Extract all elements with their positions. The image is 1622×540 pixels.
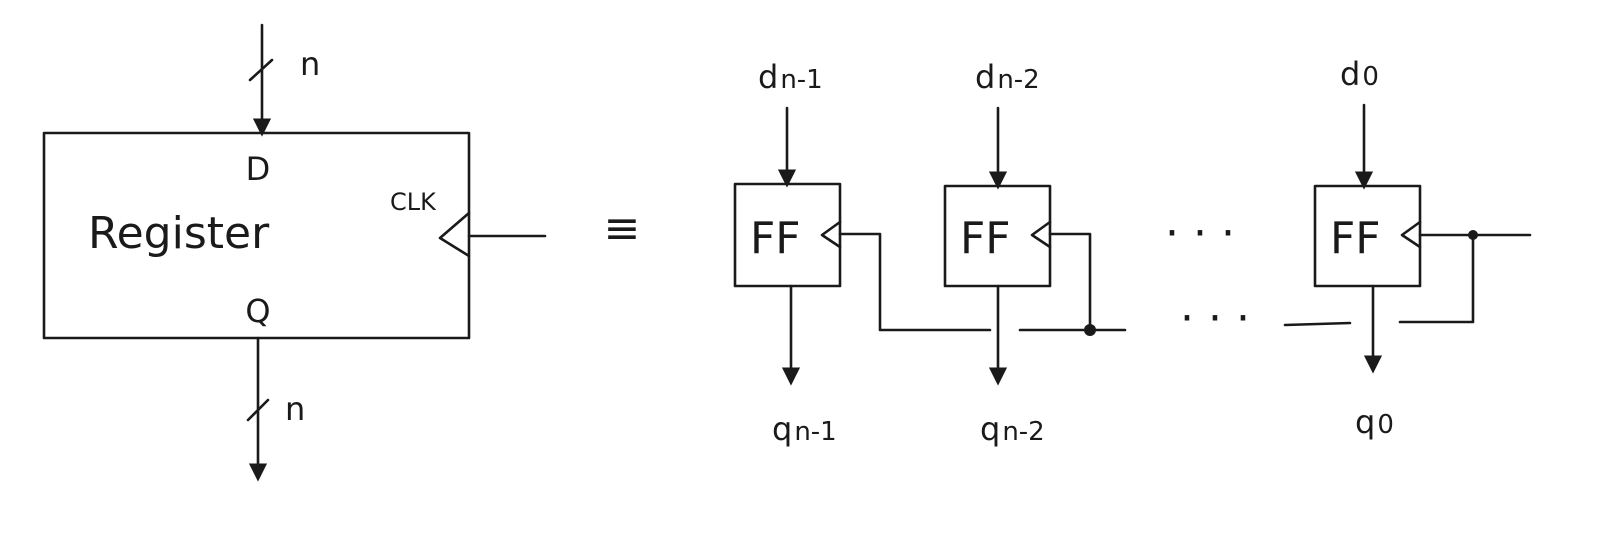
equivalence-symbol: ≡ (604, 203, 641, 254)
register-clock-triangle (438, 211, 471, 258)
input-bus-width: n (300, 45, 320, 83)
clock-bus-mid (1283, 321, 1352, 327)
clock-junction-dot (1084, 324, 1096, 336)
ff-ellipsis: · · · (1165, 208, 1235, 259)
ff-clock-triangle (1400, 220, 1422, 249)
ff-clock-triangle (1030, 220, 1052, 249)
clock-junction-dot (1468, 230, 1478, 240)
register-clk-port: CLK (390, 188, 437, 216)
ff-label: FF (1330, 213, 1381, 264)
ff-input-label: dn-1 (758, 58, 823, 96)
clock-wire-ff1 (838, 232, 992, 332)
output-bus-slash (246, 398, 270, 422)
clock-network (838, 230, 1532, 336)
clock-ellipsis: · · · (1180, 293, 1250, 344)
ff-label: FF (750, 213, 801, 264)
ff-label: FF (960, 213, 1011, 264)
ff-input-label: dn-2 (975, 58, 1040, 96)
register-q-port: Q (245, 292, 270, 330)
clock-bus-right (1398, 233, 1475, 324)
flip-flop-0: d0 FF q0 (1313, 55, 1422, 441)
register-block: n D Register CLK Q n (42, 23, 547, 482)
flip-flop-n-2: dn-2 FF qn-2 (943, 58, 1052, 448)
output-bus-width: n (285, 390, 305, 428)
ff-output-label: qn-1 (772, 410, 837, 448)
clock-wire-ff2 (1048, 232, 1092, 332)
input-bus-slash (248, 58, 274, 82)
ff-output-label: qn-2 (980, 410, 1045, 448)
flip-flop-n-1: dn-1 FF qn-1 (733, 58, 842, 448)
register-label: Register (88, 208, 270, 259)
ff-clock-triangle (820, 220, 842, 249)
ff-output-label: q0 (1355, 403, 1394, 441)
register-d-port: D (246, 150, 271, 188)
ff-input-label: d0 (1340, 55, 1379, 93)
